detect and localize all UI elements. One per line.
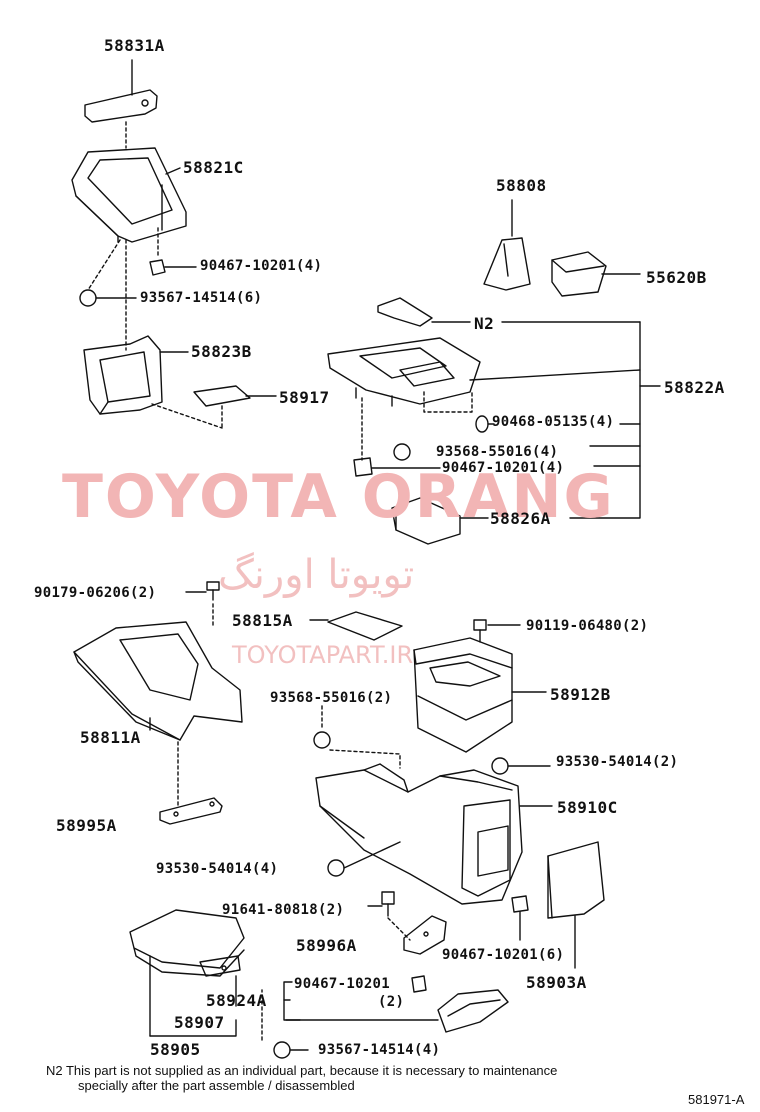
- part-58826A-shape: [391, 497, 489, 545]
- label-58996A: 58996A: [296, 936, 357, 955]
- part-58996A-shape: [403, 915, 447, 955]
- part-58912B-shape: [413, 637, 547, 753]
- label-58917: 58917: [279, 388, 330, 407]
- footnote-line2: specially after the part assemble / disa…: [78, 1078, 355, 1093]
- screw-symbol-right: [491, 757, 509, 775]
- part-58808-shape: [483, 199, 531, 291]
- part-58815A-shape: [309, 611, 403, 641]
- label-90467-low: 90467-10201(6): [442, 947, 565, 963]
- label-58912B: 58912B: [550, 685, 611, 704]
- label-91641: 91641-80818(2): [222, 902, 345, 918]
- label-58903A: 58903A: [526, 973, 587, 992]
- label-58823B: 58823B: [191, 342, 252, 361]
- part-58905-shape: [129, 909, 245, 977]
- bolt-90179-shape: [185, 581, 220, 601]
- watermark-site: TOYOTAPART.IR: [232, 641, 414, 669]
- part-55620B-shape: [551, 251, 641, 297]
- label-58924A: 58924A: [206, 991, 267, 1010]
- label-90467-bot: 90467-10201: [294, 976, 391, 992]
- label-93530-left: 93530-54014(4): [156, 861, 279, 877]
- label-N2: N2: [474, 314, 495, 333]
- clip-90468-shape: [475, 415, 495, 433]
- part-58903A-shape: [547, 841, 605, 969]
- label-93568-mid: 93568-55016(4): [436, 444, 559, 460]
- label-90467-mid: 90467-10201(4): [442, 460, 565, 476]
- bolt-91641-shape: [367, 891, 395, 917]
- clip-90467-low-shape: [511, 895, 529, 941]
- label-58822A: 58822A: [664, 378, 725, 397]
- part-N2-shape: [377, 297, 471, 327]
- screw-symbol-bottom: [273, 1041, 291, 1059]
- label-93567-bot: 93567-14514(4): [318, 1042, 441, 1058]
- label-58995A: 58995A: [56, 816, 117, 835]
- screw-symbol-top: [79, 289, 97, 307]
- label-58907: 58907: [174, 1013, 225, 1032]
- label-90467-top: 90467-10201(4): [200, 258, 323, 274]
- figure-id: 581971-A: [688, 1092, 745, 1107]
- screw-symbol-left: [313, 731, 331, 749]
- clip-90467-top-shape: [149, 259, 197, 276]
- footnote-line1: N2 This part is not supplied as an indiv…: [46, 1063, 558, 1078]
- label-58811A: 58811A: [80, 728, 141, 747]
- label-55620B: 55620B: [646, 268, 707, 287]
- watermark-main: TOYOTA ORANG: [62, 462, 615, 532]
- label-58815A: 58815A: [232, 611, 293, 630]
- part-58811A-shape: [73, 621, 243, 741]
- label-90179: 90179-06206(2): [34, 585, 157, 601]
- label-93567-top: 93567-14514(6): [140, 290, 263, 306]
- label-58910C: 58910C: [557, 798, 618, 817]
- part-58822A-shape: [327, 337, 641, 407]
- clip-90467-bot-shape: [411, 975, 427, 993]
- label-58808: 58808: [496, 176, 547, 195]
- watermark-arabic: تویوتا اورنگ: [218, 552, 415, 598]
- part-end-cap-shape: [437, 989, 509, 1033]
- label-58831A: 58831A: [104, 36, 165, 55]
- label-90119: 90119-06480(2): [526, 618, 649, 634]
- part-58821C-shape: [71, 147, 187, 243]
- part-58995A-shape: [159, 797, 223, 825]
- screw-symbol-console: [327, 859, 345, 877]
- part-58831A-shape: [84, 59, 158, 123]
- label-93568-low: 93568-55016(2): [270, 690, 393, 706]
- label-90467-bot-qty: (2): [378, 994, 405, 1010]
- screw-symbol-mid: [393, 443, 411, 461]
- label-58905: 58905: [150, 1040, 201, 1059]
- part-58917-shape: [193, 385, 277, 407]
- label-58821C: 58821C: [183, 158, 244, 177]
- label-93530-right: 93530-54014(2): [556, 754, 679, 770]
- clip-90467-mid-shape: [353, 457, 441, 477]
- part-58910C-shape: [315, 763, 553, 905]
- part-58823B-shape: [83, 335, 189, 415]
- label-90468: 90468-05135(4): [492, 414, 615, 430]
- bolt-90119-shape: [473, 619, 521, 643]
- label-58826A: 58826A: [490, 509, 551, 528]
